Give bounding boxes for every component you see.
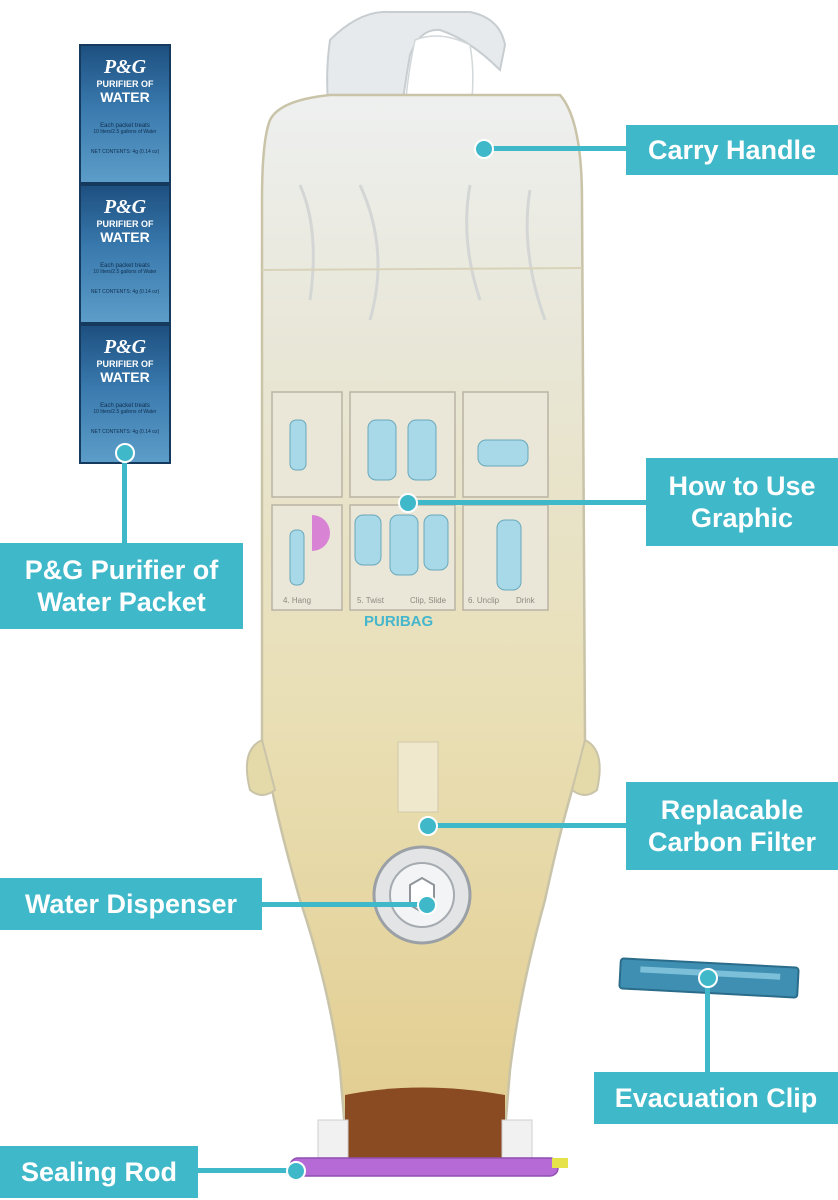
- carry-handle-dot: [474, 139, 494, 159]
- packet-line1: PURIFIER OF: [96, 359, 154, 369]
- packet-dot: [115, 443, 135, 463]
- how-to-use-graphic: [271, 391, 549, 611]
- how-to-use-text-1: How to Use: [668, 471, 816, 501]
- packet-contents: NET CONTENTS: 4g (0.14 oz): [90, 149, 160, 155]
- step6b-text: Drink: [516, 596, 536, 605]
- evacuation-clip-connector: [705, 975, 710, 1075]
- packet-treats-2: 10 liters/2.5 gallons of Water: [93, 409, 157, 415]
- packet-line2: WATER: [100, 369, 150, 385]
- packet-label-text-2: Water Packet: [37, 587, 206, 617]
- carbon-filter-text-2: Carbon Filter: [647, 827, 816, 857]
- evacuation-clip-dot: [698, 968, 718, 988]
- packet-contents: NET CONTENTS: 4g (0.14 oz): [90, 429, 160, 435]
- packet-treats-1: Each packet treats: [100, 403, 150, 409]
- packet-treats-2: 10 liters/2.5 gallons of Water: [93, 269, 157, 275]
- carry-handle-text: Carry Handle: [647, 135, 817, 165]
- packet-line2: WATER: [100, 229, 150, 245]
- water-dispenser-dot: [417, 895, 437, 915]
- packet-2: P&G PURIFIER OF WATER Each packet treats…: [80, 190, 170, 320]
- carbon-filter-connector: [428, 823, 628, 828]
- packet-3: P&G PURIFIER OF WATER Each packet treats…: [80, 330, 170, 460]
- step5b-text: Clip, Slide: [410, 596, 447, 605]
- step6-text: 6. Unclip: [468, 596, 500, 605]
- packet-connector: [122, 450, 127, 550]
- packet-treats-1: Each packet treats: [100, 263, 150, 269]
- how-to-use-connector: [408, 500, 648, 505]
- evacuation-clip-text: Evacuation Clip: [614, 1083, 818, 1113]
- packet-treats-2: 10 liters/2.5 gallons of Water: [93, 129, 157, 135]
- sealing-rod-connector: [196, 1168, 296, 1173]
- carry-handle-label: Carry Handle: [626, 125, 838, 175]
- water-dispenser-label: Water Dispenser: [0, 878, 262, 930]
- evacuation-clip-label: Evacuation Clip: [594, 1072, 838, 1124]
- how-to-use-label: How to Use Graphic: [646, 458, 838, 546]
- puribag-brand: PURIBAG: [364, 613, 433, 630]
- sealing-rod-text: Sealing Rod: [20, 1157, 177, 1187]
- sealing-rod-dot: [286, 1161, 306, 1181]
- how-to-use-dot: [398, 493, 418, 513]
- sealing-rod: [289, 1157, 559, 1177]
- packet-brand: P&G: [103, 56, 147, 78]
- carbon-filter-label: Replacable Carbon Filter: [626, 782, 838, 870]
- packet-label: P&G Purifier of Water Packet: [0, 543, 243, 629]
- filter-label: [397, 741, 439, 813]
- packet-brand: P&G: [103, 336, 147, 358]
- packet-treats-1: Each packet treats: [100, 123, 150, 129]
- packet-contents: NET CONTENTS: 4g (0.14 oz): [90, 289, 160, 295]
- packet-brand: P&G: [103, 196, 147, 218]
- carbon-filter-dot: [418, 816, 438, 836]
- packet-line1: PURIFIER OF: [96, 219, 154, 229]
- step5-text: 5. Twist: [357, 596, 385, 605]
- packet-line2: WATER: [100, 89, 150, 105]
- purifier-packets: [79, 44, 171, 464]
- water-dispenser-text: Water Dispenser: [24, 889, 238, 919]
- how-to-use-text-2: Graphic: [690, 503, 794, 533]
- carbon-filter-text-1: Replacable: [660, 795, 804, 825]
- sealing-rod-label: Sealing Rod: [0, 1146, 198, 1198]
- packet-label-text-1: P&G Purifier of: [24, 555, 219, 585]
- packet-1: P&G PURIFIER OF WATER Each packet treats…: [80, 50, 170, 180]
- step4-text: 4. Hang: [283, 596, 311, 605]
- packet-line1: PURIFIER OF: [96, 79, 154, 89]
- water-dispenser-connector: [262, 902, 427, 907]
- carry-handle-connector: [483, 146, 628, 151]
